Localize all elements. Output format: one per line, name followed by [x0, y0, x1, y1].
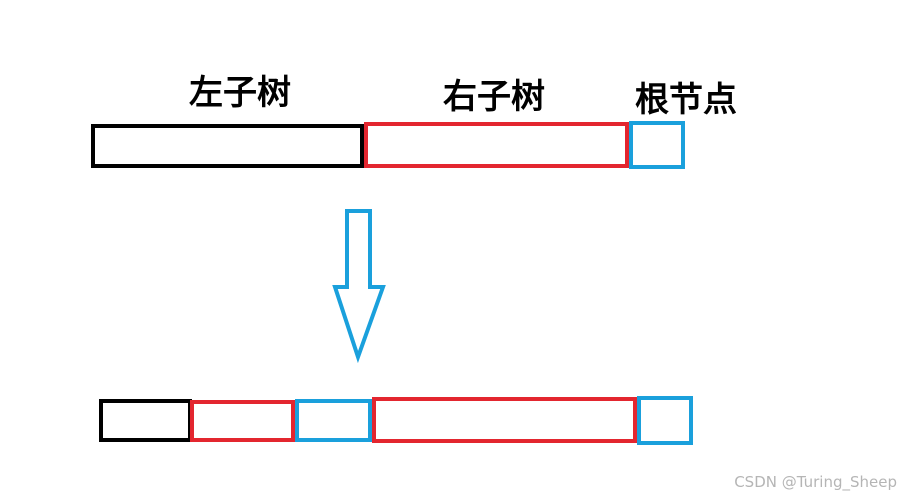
watermark: CSDN @Turing_Sheep: [734, 473, 897, 491]
top-right-subtree-box: [364, 122, 629, 168]
left-subtree-label: 左子树: [189, 73, 291, 113]
bottom-left-subtree-box: [99, 399, 192, 442]
bottom-left-root-node-box: [295, 399, 372, 442]
bottom-right-subtree-box: [372, 397, 637, 443]
right-subtree-label: 右子树: [443, 77, 545, 117]
top-left-subtree-box: [91, 124, 364, 168]
bottom-left-right-subtree-box: [190, 400, 295, 442]
bottom-root-node-box: [637, 396, 693, 445]
top-root-node-box: [629, 121, 685, 169]
root-node-label: 根节点: [635, 80, 737, 120]
down-arrow-icon: [332, 209, 386, 364]
